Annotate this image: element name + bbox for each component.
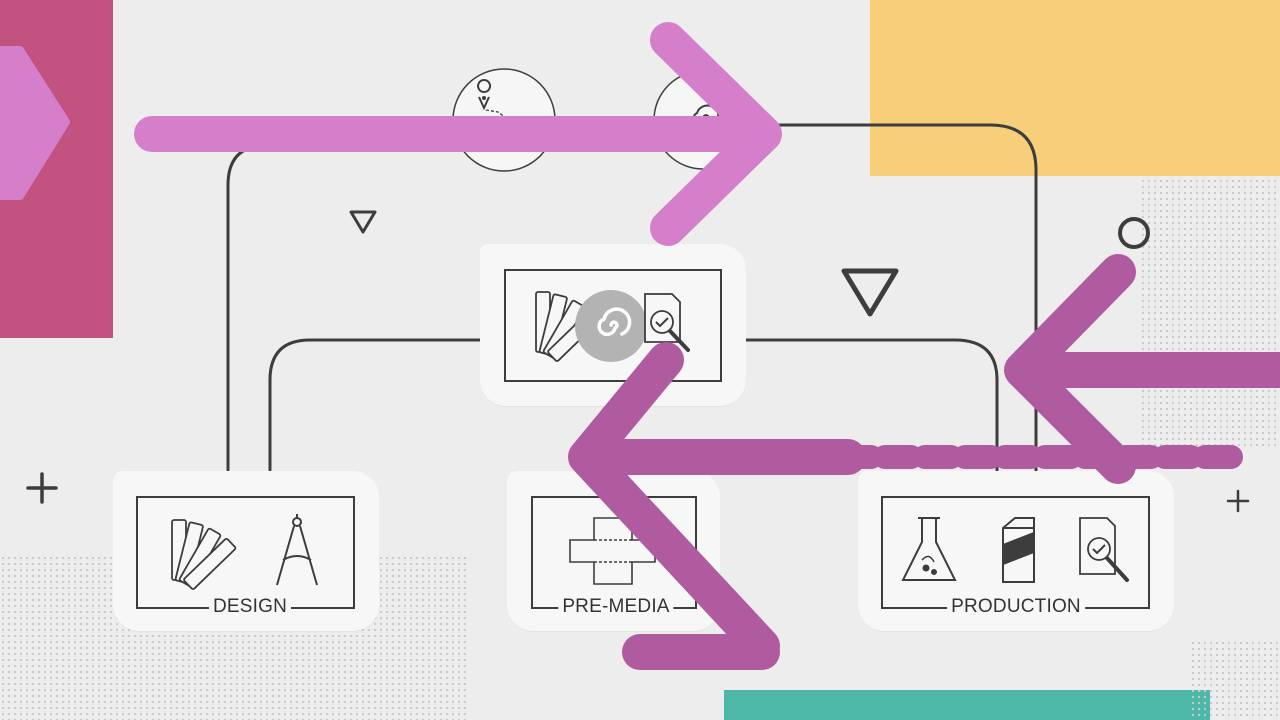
- milk-carton-icon: [1002, 517, 1035, 583]
- drafting-compass-icon: [276, 514, 318, 586]
- dot-pattern-right: [1140, 178, 1280, 448]
- yellow-block: [870, 0, 1280, 176]
- document-inspect-icon: [1079, 517, 1129, 582]
- ring-marker: [1118, 217, 1150, 249]
- inner-connector-right: [743, 338, 999, 472]
- teal-block: [724, 690, 1210, 720]
- center-card-frame: [504, 269, 722, 382]
- spiral-logo-icon: [575, 290, 647, 362]
- document-inspect-icon: [644, 293, 690, 352]
- right-left-arrow: [1004, 254, 1280, 484]
- production-label: PRODUCTION: [947, 597, 1085, 617]
- triangle-marker-large: [841, 268, 899, 317]
- left-chevron-arrow: [0, 46, 70, 200]
- plus-marker-right: [1226, 489, 1250, 513]
- lab-flask-icon: [901, 517, 957, 581]
- color-swatch-icon: [171, 519, 237, 590]
- inner-connector: [268, 338, 482, 472]
- premedia-label: PRE-MEDIA: [558, 597, 674, 617]
- top-right-arrow: [134, 22, 782, 246]
- center-left-arrow: [568, 342, 866, 670]
- plus-marker-left: [26, 472, 58, 504]
- box-dieline-icon: [569, 517, 656, 585]
- dot-pattern-bottom-right: [1190, 640, 1280, 720]
- triangle-marker-small: [349, 210, 377, 234]
- design-label: DESIGN: [208, 597, 292, 617]
- outer-connector-right: [758, 123, 1038, 472]
